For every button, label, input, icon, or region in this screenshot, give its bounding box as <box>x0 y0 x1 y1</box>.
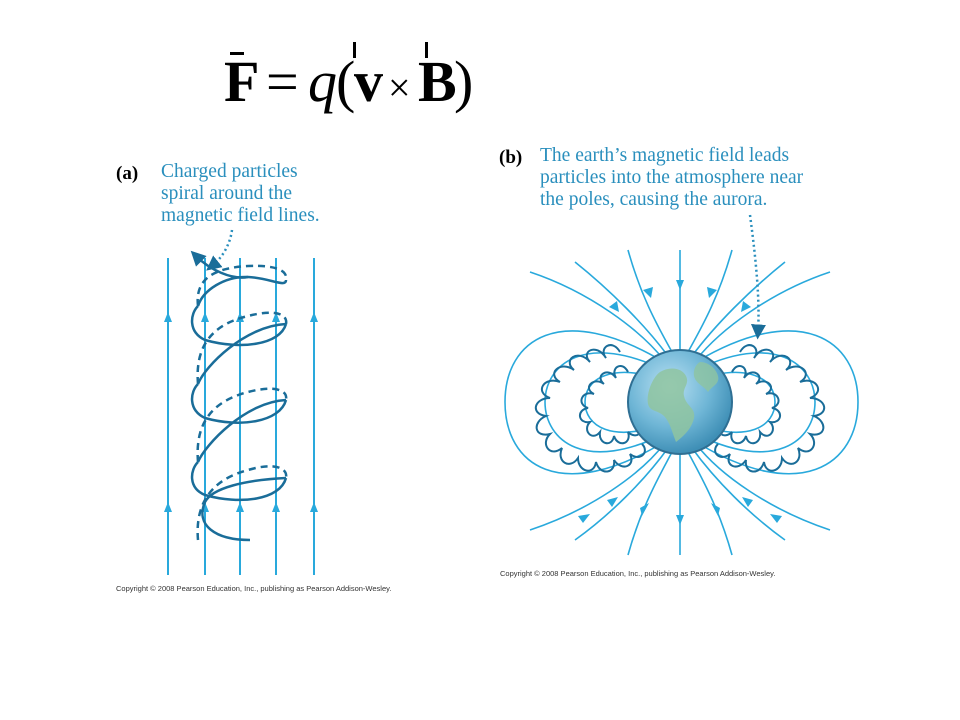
velocity-vector-arrow <box>353 42 356 58</box>
open-paren: ( <box>336 49 356 114</box>
particle-spiral <box>190 250 288 542</box>
arrow-icon <box>607 497 618 507</box>
spiral-front-arc <box>190 383 288 424</box>
lorentz-force-formula: F = q ( v × B ) <box>222 42 474 114</box>
cross-product-sign: × <box>388 65 411 110</box>
panel-a-caption: Charged particles spiral around the magn… <box>161 161 320 227</box>
spiral-back-arc <box>196 264 288 307</box>
arrow-icon <box>676 515 684 525</box>
panel-b-caption-line: the poles, causing the aurora. <box>540 189 768 210</box>
close-paren: ) <box>454 49 474 114</box>
field-line <box>695 330 859 475</box>
field-line <box>627 249 673 353</box>
arrow-icon <box>707 287 717 298</box>
panel-a-caption-line: Charged particles <box>161 161 298 182</box>
field-line <box>687 451 733 556</box>
spiral-front-arc <box>190 461 288 502</box>
panel-b-copyright: Copyright © 2008 Pearson Education, Inc.… <box>500 569 776 578</box>
arrow-icon <box>640 503 649 516</box>
particle-loop-right-inner <box>718 365 781 445</box>
field-line <box>529 271 665 361</box>
field-symbol: B <box>418 49 457 114</box>
field-line <box>687 249 733 353</box>
field-line <box>504 330 665 475</box>
particle-loop-left-outer <box>535 344 646 473</box>
pointer-arrow <box>748 214 766 340</box>
field-line <box>691 447 786 541</box>
arrow-icon <box>164 502 172 512</box>
field-line <box>574 261 669 357</box>
panel-b-caption: The earth’s magnetic field leads particl… <box>540 145 803 211</box>
spiral-front-arc <box>201 476 287 542</box>
arrow-icon <box>711 503 720 516</box>
field-line <box>695 271 831 361</box>
arrow-icon <box>770 514 782 523</box>
field-line <box>529 443 665 531</box>
spiral-back-arc <box>196 465 288 541</box>
spiral-front-arc <box>196 275 288 307</box>
arrow-icon <box>643 287 653 298</box>
field-line <box>691 261 786 357</box>
spiral-back-arc <box>196 387 288 463</box>
arrow-icon <box>609 301 619 312</box>
arrow-icon <box>676 280 684 290</box>
spiral-front-arc <box>190 305 288 347</box>
arrow-icon <box>741 301 751 312</box>
continent-shape <box>693 362 719 392</box>
panel-b-caption-line: particles into the atmosphere near <box>540 167 804 188</box>
charge-symbol: q <box>308 49 337 114</box>
spiral-tip <box>190 250 249 279</box>
arrow-icon <box>272 502 280 512</box>
field-line <box>695 443 831 531</box>
arrow-icon <box>164 312 172 322</box>
spiral-front-arc <box>196 398 287 463</box>
arrow-icon <box>272 312 280 322</box>
panel-a-caption-line: spiral around the <box>161 183 293 204</box>
field-line <box>574 447 669 541</box>
panel-b-label: (b) <box>499 147 523 168</box>
earth-globe <box>627 349 733 455</box>
field-line <box>627 451 673 556</box>
continent-shape <box>647 368 695 442</box>
pointer-arrow <box>206 229 234 271</box>
arrow-icon <box>310 312 318 322</box>
force-symbol: F <box>224 49 260 114</box>
dipole-arrows <box>578 280 782 525</box>
panel-b-diagram <box>504 214 859 556</box>
panel-a-label: (a) <box>116 163 139 184</box>
force-vector-arrow <box>230 52 244 55</box>
panel-a-diagram <box>164 229 318 575</box>
equals-sign: = <box>266 49 299 114</box>
particle-loop-right-outer <box>714 344 825 473</box>
particle-loops <box>535 344 825 473</box>
arrow-icon <box>236 502 244 512</box>
arrow-icon <box>310 502 318 512</box>
panel-a-caption-line: magnetic field lines. <box>161 205 320 226</box>
spiral-back-arc <box>196 311 288 385</box>
arrow-icon <box>201 312 209 322</box>
field-line-arrows <box>164 312 318 512</box>
arrow-icon <box>578 514 590 523</box>
field-line <box>584 371 671 433</box>
spiral-front-arc <box>196 322 287 385</box>
field-vector-arrow <box>425 42 428 58</box>
panel-b-caption-line: The earth’s magnetic field leads <box>540 145 790 166</box>
panel-a-copyright: Copyright © 2008 Pearson Education, Inc.… <box>116 584 392 593</box>
particle-loop-left-inner <box>579 365 642 445</box>
arrow-icon <box>742 497 753 507</box>
velocity-symbol: v <box>354 49 383 114</box>
field-line <box>689 371 776 433</box>
